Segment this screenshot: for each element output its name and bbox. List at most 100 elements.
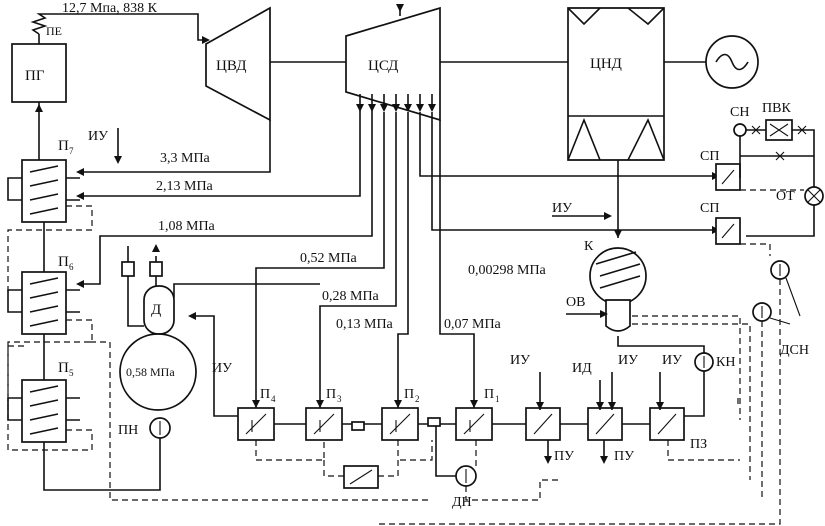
ov-arrow	[600, 310, 608, 318]
id-label: ИД	[572, 361, 592, 376]
mixer-1	[351, 421, 365, 431]
cooler-pz	[649, 407, 685, 441]
pvk-cross	[769, 123, 789, 137]
tssd-extraction-arrows	[356, 94, 436, 112]
ext-007-line	[439, 120, 475, 408]
kn-label: КН	[716, 355, 735, 370]
p7-sub: 7	[69, 146, 74, 156]
heater-p7	[7, 159, 80, 223]
p2-label: П	[404, 387, 414, 402]
ext-213-line	[80, 106, 361, 197]
dn-in-dash	[465, 440, 560, 501]
ext-213-arrow	[76, 192, 84, 200]
ext-33-arrow	[76, 168, 84, 176]
p6-sub: 6	[69, 262, 74, 272]
drain-cascade	[7, 205, 93, 451]
p-007-label: 0,07 МПа	[444, 317, 502, 332]
p3-label: П	[326, 387, 336, 402]
ot-return	[746, 205, 815, 237]
sp-lower-coil	[721, 223, 735, 239]
pz-label: ПЗ	[690, 437, 707, 452]
cooler-pu-1	[525, 407, 561, 441]
deaerator-feed-in	[190, 315, 238, 417]
lp-drain-dash	[255, 440, 433, 477]
drain-cooler-coil	[349, 469, 373, 485]
iu-label-d: ИУ	[212, 361, 232, 376]
heater-p5	[7, 379, 80, 443]
superheater-line	[30, 13, 206, 44]
ov-label: ОВ	[566, 295, 585, 310]
p-213-label: 2,13 МПа	[156, 179, 214, 194]
vent-box-2	[149, 261, 163, 277]
deaerator-steam	[173, 283, 320, 298]
ext-33-line	[80, 120, 271, 173]
p-108-label: 1,08 МПа	[158, 219, 216, 234]
valve-icon-2	[775, 151, 785, 161]
pu2-label: ПУ	[614, 449, 634, 464]
ext-108-line	[80, 106, 373, 285]
pu1-out-arrow	[544, 456, 552, 464]
condensate-return-dash	[632, 315, 751, 480]
iu-pu1-arrow	[536, 402, 544, 410]
pz-drain-dash	[667, 396, 740, 461]
sp-lower-label: СП	[700, 201, 719, 216]
condenser-hotwell	[605, 299, 631, 332]
p-00298-label: 0,00298 МПа	[468, 263, 547, 278]
vent-arrow	[152, 244, 160, 252]
p6-label: П	[58, 254, 69, 270]
dsn-label: ДСН	[780, 343, 809, 358]
p5-label: П	[58, 360, 69, 376]
iu-sp-arrow	[604, 212, 612, 220]
ext-052-arrow	[252, 400, 260, 408]
p-028-label: 0,28 МПа	[322, 289, 380, 304]
p1-sub: 1	[495, 394, 500, 404]
tsvd-label: ЦВД	[216, 58, 247, 74]
pu2-out-arrow	[600, 456, 608, 464]
tssd-label: ЦСД	[368, 58, 398, 74]
p-052-label: 0,52 МПа	[300, 251, 358, 266]
pn-label: ПН	[118, 423, 138, 438]
iu-label-pu1: ИУ	[510, 353, 530, 368]
p5-sub: 5	[69, 368, 74, 378]
sp-upper-coil	[721, 169, 735, 185]
deaerator-feed-arrow	[188, 312, 196, 320]
fw-arrow-up	[35, 104, 43, 112]
p4-sub: 4	[271, 394, 276, 404]
dsn-leaders	[769, 277, 801, 325]
heater-p6	[7, 271, 80, 335]
sn-pump-icon	[733, 123, 747, 137]
sp-return-dash	[740, 189, 804, 256]
p7-label: П	[58, 138, 69, 154]
tsnd-turbine	[567, 7, 665, 161]
ext-108-arrow	[76, 280, 84, 288]
lp-heater-p4	[237, 407, 275, 441]
iu-label-pu2: ИУ	[618, 353, 638, 368]
iu-pu2-arrow	[608, 402, 616, 410]
p1-label: П	[484, 387, 494, 402]
ext-013-arrow	[394, 400, 402, 408]
pe-label: ПЕ	[46, 24, 62, 38]
exhaust-arrow	[614, 230, 622, 238]
kn-line	[617, 336, 705, 354]
p-013-label: 0,13 МПа	[336, 317, 394, 332]
iu-label-top: ИУ	[88, 129, 108, 144]
vent-box-1	[121, 261, 135, 277]
arrow-tsvd-in	[202, 36, 210, 44]
p-058-label: 0,58 МПа	[126, 365, 175, 379]
lp-heater-p3	[305, 407, 343, 441]
k-label: К	[584, 239, 594, 254]
cooler-pu-2	[587, 407, 623, 441]
mixer-2	[427, 417, 441, 427]
steam-generator-box	[11, 43, 67, 103]
ot-cross	[807, 189, 821, 203]
id-arrow	[596, 402, 604, 410]
sn-label: СН	[730, 105, 749, 120]
pg-label: ПГ	[25, 68, 45, 84]
tssd-top-arrow	[396, 4, 404, 12]
lp-heater-p2	[381, 407, 419, 441]
deaerator-tank	[119, 333, 197, 411]
valve-icon	[751, 125, 807, 135]
d-label: Д	[151, 302, 161, 318]
